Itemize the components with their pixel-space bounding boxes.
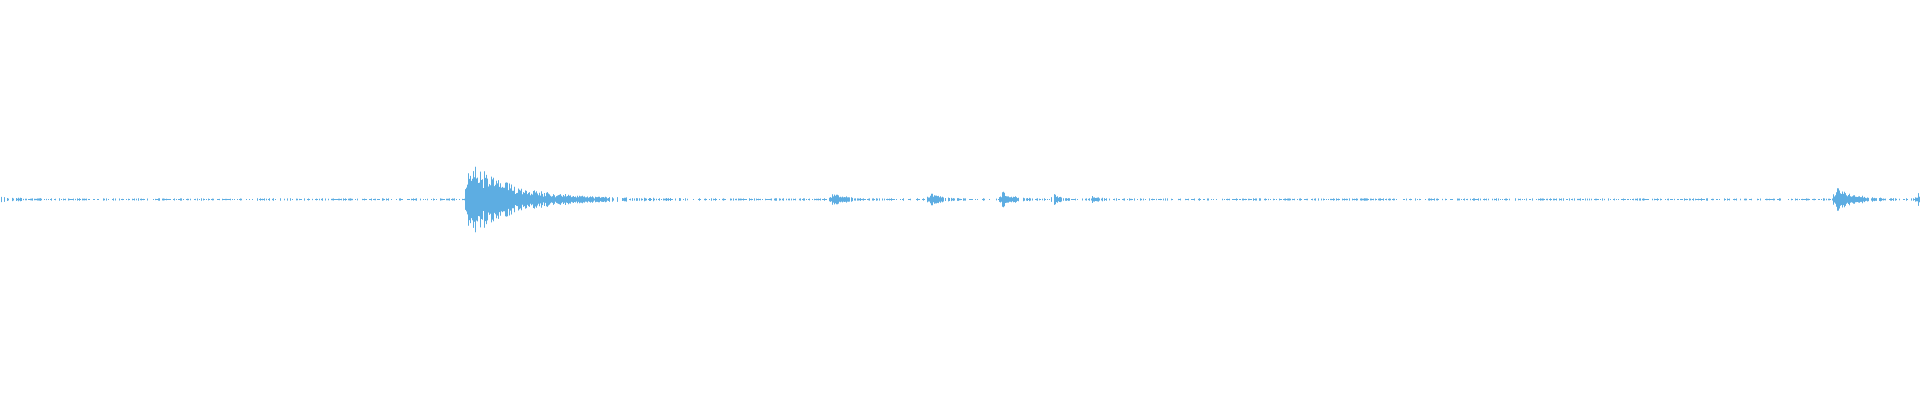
waveform-trace [1, 166, 1920, 233]
